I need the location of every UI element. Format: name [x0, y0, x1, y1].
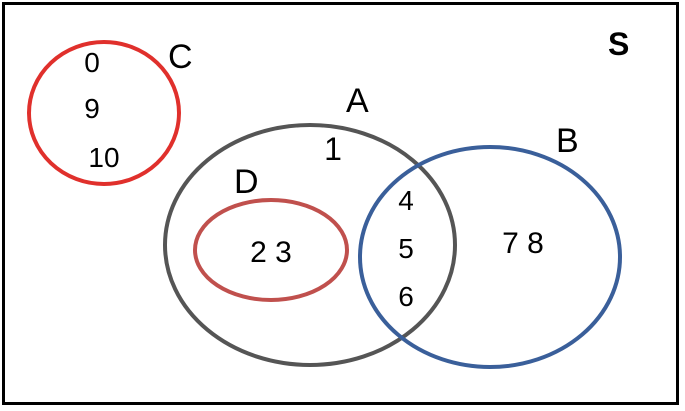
intersection-a-b-element: 4 — [398, 185, 414, 216]
set-a-element: 1 — [324, 131, 342, 167]
intersection-a-b-element: 6 — [398, 281, 414, 312]
set-d-element: 2 3 — [250, 236, 292, 269]
set-c-element: 0 — [84, 47, 100, 78]
set-c-circle — [27, 40, 181, 186]
universe-frame — [2, 2, 679, 405]
set-c-element: 10 — [88, 142, 119, 173]
set-b-element: 7 8 — [502, 227, 544, 260]
set-c-element: 9 — [84, 93, 100, 124]
universe-label: S — [608, 26, 629, 62]
set-c-label: C — [168, 38, 193, 76]
set-d-circle — [193, 198, 349, 302]
intersection-a-b-element: 5 — [398, 233, 414, 264]
set-a-circle — [163, 123, 457, 367]
set-a-label: A — [346, 82, 369, 120]
set-b-label: B — [556, 122, 579, 160]
set-b-circle — [358, 145, 622, 369]
set-d-label: D — [234, 163, 259, 201]
